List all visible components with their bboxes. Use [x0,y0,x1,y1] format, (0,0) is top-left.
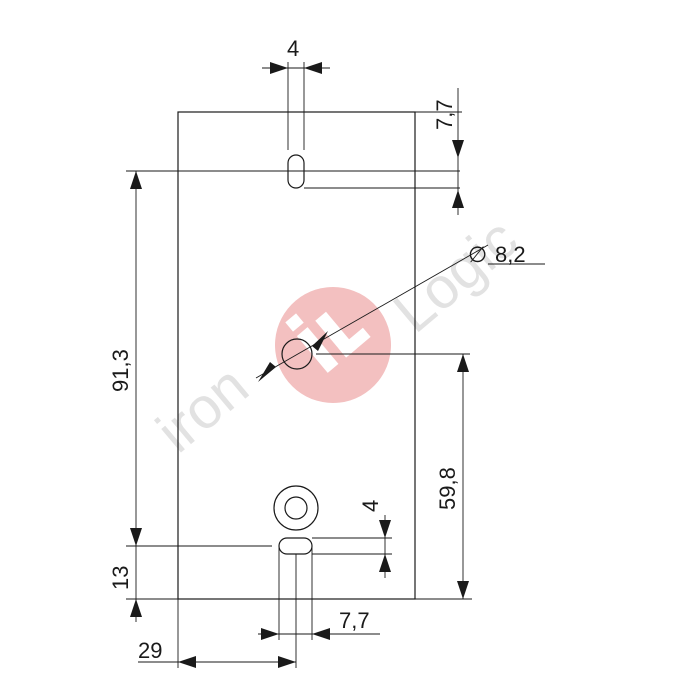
bottom-slot-height-label: 4 [358,500,383,512]
top-offset-arrow-upper [452,140,464,158]
bottom-height-arrow-upper [379,520,391,538]
hole-to-bottom-label: 59,8 [435,467,460,510]
bottom-slot [278,537,313,555]
top-offset-label: 7,7 [432,99,457,130]
vertical-span-label: 91,3 [108,349,133,392]
watermark-text-right: Logic [382,206,530,345]
panel-outline [177,111,416,600]
bottom-slot-spacing-label: 7,7 [339,608,370,633]
bottom-spacing-arrow-left [261,628,279,640]
watermark-logo-i-dot [285,313,304,332]
top-slot [287,154,305,189]
left-span-arrow-top [130,171,142,189]
watermark-text-left: iron [145,353,261,465]
bottom-ring-outer [273,485,319,531]
diameter-arrow-inner [312,331,328,351]
left-offset-label: 29 [138,638,162,663]
bottom-ring-inner [284,496,308,520]
bottom-spacing-arrow-right [312,628,330,640]
top-slot-width-label: 4 [287,36,299,61]
left-offset-arrow-left [178,656,196,668]
top-width-arrow-left [270,62,288,74]
center-hole [281,338,313,370]
diameter-arrow-outer [258,362,276,382]
hole-diameter-label: 8,2 [495,242,526,267]
top-offset-arrow-lower [452,190,464,208]
diameter-leader [255,244,489,379]
top-width-arrow-right [304,62,322,74]
right-span-arrow-top [457,354,469,372]
bottom-offset-arrow [130,599,142,617]
diameter-symbol: ∅ [468,242,487,267]
right-span-arrow-bottom [457,581,469,599]
bottom-offset-label: 13 [108,566,133,590]
watermark-logo-l-foot [338,327,371,358]
bottom-height-arrow-lower [379,554,391,572]
watermark-logo-circle [275,287,391,403]
left-offset-arrow-right [278,656,296,668]
